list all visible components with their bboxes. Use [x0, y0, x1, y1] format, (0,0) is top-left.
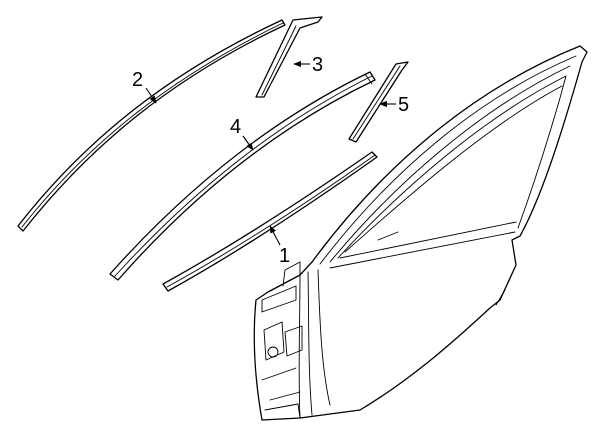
callout-3: 3 [293, 54, 323, 76]
callout-5: 5 [379, 94, 409, 116]
part-4-molding [109, 71, 376, 281]
door-shell [253, 45, 588, 421]
callout-4-label: 4 [230, 116, 241, 138]
callout-5-label: 5 [398, 94, 409, 116]
callout-2-label: 2 [132, 69, 143, 91]
part-3-trim [255, 16, 323, 98]
callout-4: 4 [230, 116, 254, 151]
part-2-molding [17, 19, 286, 232]
part-5-trim [348, 61, 409, 143]
callout-1: 1 [269, 225, 290, 267]
callout-1-label: 1 [279, 245, 290, 267]
part-1-weatherstrip [162, 151, 378, 292]
callout-2: 2 [132, 69, 157, 104]
callout-3-label: 3 [312, 54, 323, 76]
